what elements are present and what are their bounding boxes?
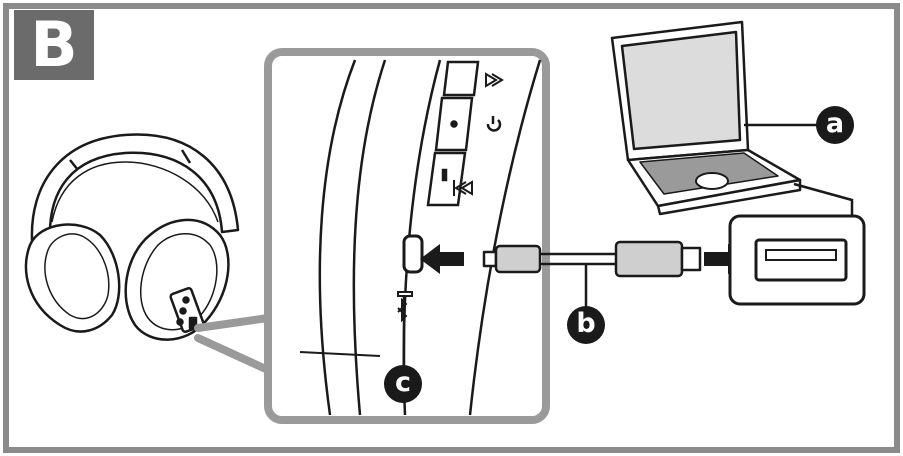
earcup-button-2 [181, 309, 186, 314]
section-label-b: B [14, 10, 94, 80]
indicator-lamp [398, 292, 412, 296]
earcup-button-3 [178, 320, 183, 325]
computer-usb-a-tongue [766, 250, 836, 260]
laptop-touchpad [696, 173, 728, 189]
closeup-button-top [444, 62, 478, 95]
laptop-screen [622, 32, 740, 149]
callout-b: b [567, 306, 605, 344]
usb-a-tip [682, 248, 700, 270]
callout-c: c [384, 365, 422, 403]
headphone-usb-c-port [404, 236, 422, 272]
usb-c-tip [484, 252, 496, 266]
earcup-button-1 [184, 298, 189, 303]
closeup-button-mid-dot [452, 122, 457, 127]
usb-c-plug [496, 246, 540, 272]
closeup-button-bottom-mark [443, 170, 446, 180]
callout-a: a [816, 106, 854, 144]
usb-a-plug [616, 242, 682, 276]
